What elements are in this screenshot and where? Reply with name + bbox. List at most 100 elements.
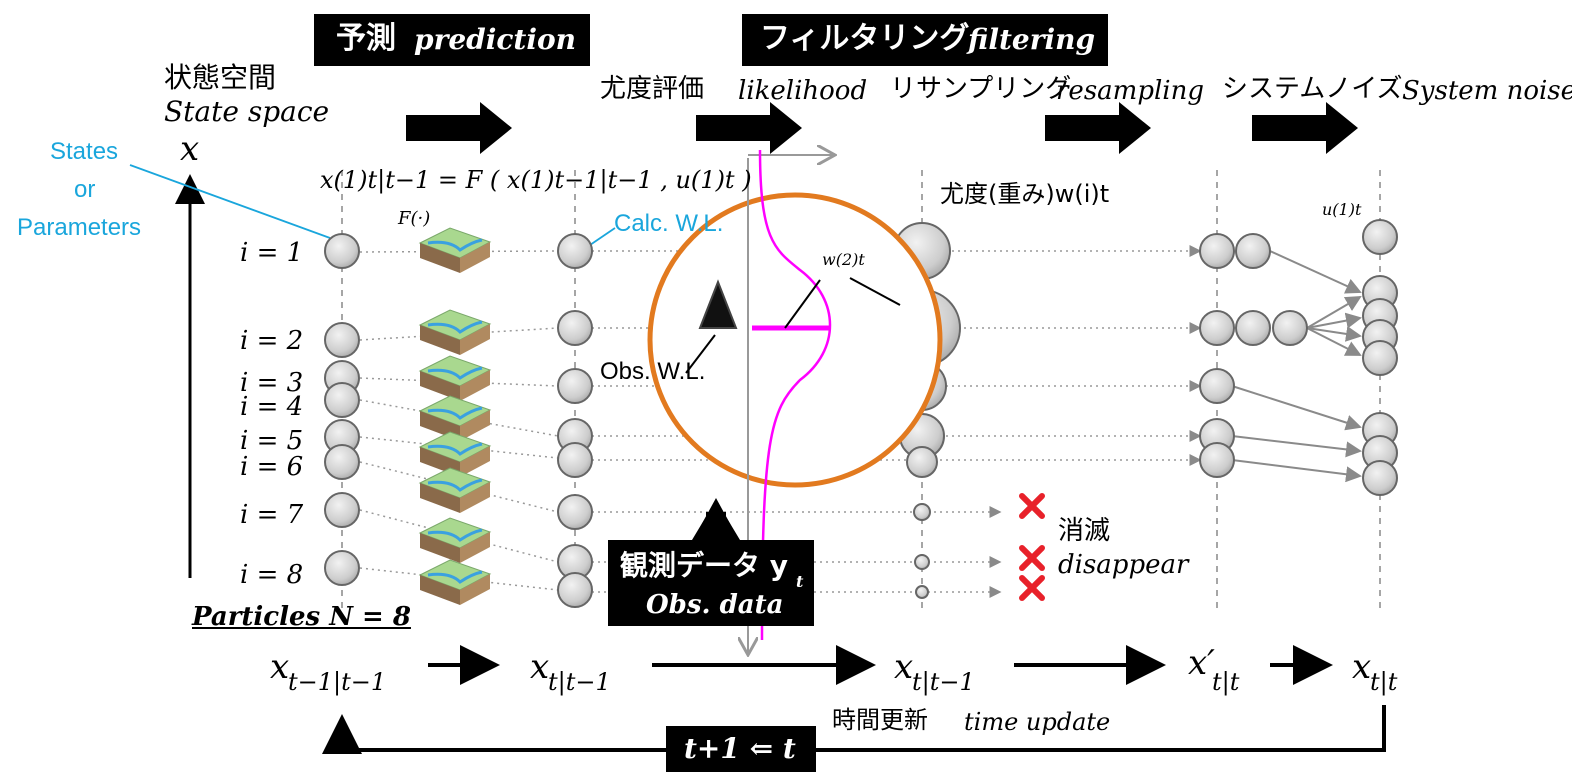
particles-prior [324, 233, 360, 586]
noise-arrow [1306, 312, 1362, 329]
particle [557, 233, 593, 269]
cross-icon [1019, 575, 1045, 601]
state-filtered-main: x [1352, 647, 1372, 687]
states-label: States [50, 138, 119, 165]
obs-wl-marker [698, 279, 738, 329]
noise-arrow [1231, 459, 1362, 483]
disappear-crosses [1019, 493, 1045, 601]
weight-label: 尤度(重み)w(i)t [940, 180, 1110, 208]
resampling-jp: リサンプリング [890, 74, 1072, 104]
likelihood-jp: 尤度評価 [600, 74, 705, 104]
particle-label-8: i = 8 [240, 560, 304, 590]
bottom-flow [322, 645, 1386, 754]
particle [1199, 310, 1235, 346]
particle [906, 446, 938, 478]
arrow-resampling [1045, 102, 1151, 154]
prediction-en: prediction [414, 23, 577, 56]
states-pointer-line [129, 164, 331, 239]
terrain-model-icon [418, 227, 492, 273]
particles-count: Particles N = 8 [192, 602, 411, 632]
particle-label-4: i = 4 [240, 392, 304, 422]
state-prev-main: x [270, 647, 290, 687]
terrain-model-icon [418, 309, 492, 355]
calc-wl-label: Calc. W.L. [614, 210, 724, 237]
noise-arrow [1231, 435, 1362, 458]
prediction-banner: 予測 prediction [314, 14, 590, 66]
disappear-jp: 消滅 [1058, 516, 1111, 546]
resampling-en: resampling [1056, 76, 1204, 106]
filtering-jp: フィルタリング [760, 21, 970, 56]
particle [915, 585, 929, 599]
noise-arrow [1269, 250, 1362, 294]
noise-arrow [1231, 385, 1362, 431]
filtering-banner: フィルタリング filtering [742, 14, 1108, 66]
or-label: or [74, 176, 96, 203]
particle-label-7: i = 7 [240, 500, 304, 530]
filtering-en: filtering [968, 23, 1096, 56]
particles-filtered [1362, 219, 1398, 496]
obs-wl-label: Obs. W.L. [600, 358, 706, 385]
terrain-model-icon [418, 395, 492, 441]
obs-data-en: Obs. data [646, 590, 784, 620]
likelihood-curve [758, 149, 832, 641]
particle-label-3: i = 3 [240, 368, 304, 398]
noise-arrows [1231, 250, 1362, 483]
state-space-en: State space [164, 95, 330, 128]
particle [1362, 460, 1398, 496]
particle-label-1: i = 1 [240, 238, 304, 268]
particle-label-2: i = 2 [240, 326, 304, 356]
particle [1235, 233, 1271, 269]
particle [1199, 368, 1235, 404]
model-function-label: F(·) [398, 208, 431, 229]
particle [324, 550, 360, 586]
state-pred-sub: t|t−1 [548, 668, 611, 696]
time-update-jp: 時間更新 [832, 706, 928, 734]
particles-resampled [1199, 233, 1308, 478]
loop-label-box: t+1 ⇐ t [666, 726, 816, 772]
time-update-en: time update [964, 708, 1111, 736]
particle [557, 494, 593, 530]
particle [557, 368, 593, 404]
particle [914, 554, 930, 570]
particle [1199, 442, 1235, 478]
terrain-model-icon [418, 355, 492, 401]
weight2-ball-pointer [849, 277, 901, 306]
system-noise-en: System noise [1402, 76, 1572, 106]
weight2-pointer [784, 279, 821, 329]
weight2-label: w(2)t [822, 250, 865, 269]
state-pred-main: x [530, 647, 550, 687]
particle [913, 503, 931, 521]
obs-data-box: 観測データ y t Obs. data [608, 540, 814, 626]
cross-icon [1019, 493, 1045, 519]
zoom-circle [647, 192, 943, 488]
particle [324, 382, 360, 418]
particle [324, 233, 360, 269]
particle-label-5: i = 5 [240, 426, 304, 456]
obs-wl-pointer [685, 334, 716, 374]
state-prev-sub: t−1|t−1 [288, 668, 387, 696]
parameters-label: Parameters [17, 214, 142, 241]
noise-u-label: u(1)t [1322, 200, 1362, 219]
prediction-jp: 予測 [336, 21, 396, 56]
particles-predicted [557, 233, 593, 608]
obs-data-sub: t [796, 572, 804, 591]
arrow-likelihood [696, 102, 802, 154]
noise-arrow [1306, 326, 1362, 342]
obs-data-jp: 観測データ y [620, 549, 789, 582]
particle [557, 572, 593, 608]
state-space-jp: 状態空間 [164, 61, 277, 94]
particle [1362, 340, 1398, 376]
state-resampled-sub: t|t [1212, 668, 1240, 696]
particle [1272, 310, 1308, 346]
state-filtered-sub: t|t [1370, 668, 1398, 696]
disappear-en: disappear [1058, 550, 1189, 580]
noise-arrow [1306, 327, 1362, 356]
particle [557, 442, 593, 478]
system-noise-jp: システムノイズ [1222, 74, 1403, 104]
arrow-system-noise [1252, 102, 1358, 154]
particle-label-6: i = 6 [240, 452, 304, 482]
state-axis-symbol: x [180, 129, 200, 169]
block-arrows [406, 102, 1358, 540]
